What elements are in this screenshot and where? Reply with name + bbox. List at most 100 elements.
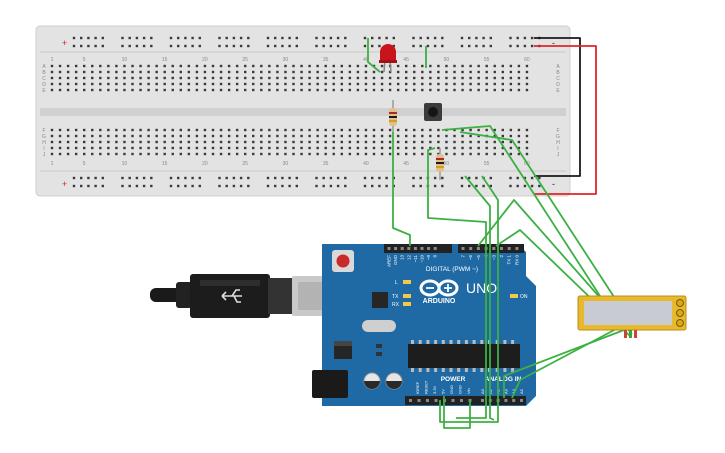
breadboard-hole[interactable] (509, 88, 513, 92)
breadboard-hole[interactable] (316, 134, 319, 138)
rail-hole[interactable] (336, 184, 340, 188)
breadboard-hole[interactable] (316, 88, 319, 92)
breadboard-hole[interactable] (50, 82, 54, 86)
rail-hole[interactable] (142, 44, 146, 48)
breadboard-hole[interactable] (123, 70, 126, 74)
breadboard-hole[interactable] (308, 88, 311, 92)
breadboard-hole[interactable] (324, 134, 327, 138)
breadboard-hole[interactable] (284, 82, 287, 86)
breadboard-hole[interactable] (115, 64, 118, 68)
rail-hole[interactable] (344, 36, 347, 40)
breadboard-hole[interactable] (292, 128, 295, 132)
breadboard-hole[interactable] (227, 134, 231, 138)
rail-hole[interactable] (315, 36, 318, 40)
breadboard-hole[interactable] (155, 70, 158, 74)
rail-hole[interactable] (419, 184, 422, 188)
breadboard-hole[interactable] (163, 70, 166, 74)
breadboard-hole[interactable] (405, 128, 408, 132)
breadboard-hole[interactable] (219, 70, 223, 74)
breadboard-hole[interactable] (203, 76, 207, 80)
breadboard-hole[interactable] (219, 140, 223, 144)
breadboard-hole[interactable] (308, 140, 311, 144)
rail-hole[interactable] (322, 176, 325, 180)
breadboard-hole[interactable] (58, 76, 62, 80)
breadboard-hole[interactable] (461, 146, 464, 150)
breadboard-hole[interactable] (179, 134, 182, 138)
breadboard-hole[interactable] (413, 70, 416, 74)
breadboard-hole[interactable] (227, 146, 231, 150)
rail-hole[interactable] (336, 176, 340, 180)
breadboard-hole[interactable] (252, 76, 255, 80)
breadboard-hole[interactable] (332, 82, 335, 86)
breadboard-hole[interactable] (509, 128, 513, 132)
reset-button[interactable] (332, 250, 354, 272)
digital-pin[interactable] (492, 247, 496, 250)
breadboard-hole[interactable] (300, 152, 303, 156)
breadboard-hole[interactable] (525, 146, 529, 150)
breadboard-hole[interactable] (107, 64, 110, 68)
breadboard-hole[interactable] (91, 70, 94, 74)
breadboard-hole[interactable] (187, 70, 191, 74)
breadboard-hole[interactable] (340, 146, 343, 150)
breadboard-hole[interactable] (195, 146, 199, 150)
breadboard-hole[interactable] (469, 64, 472, 68)
breadboard-hole[interactable] (356, 64, 360, 68)
breadboard-hole[interactable] (147, 82, 150, 86)
breadboard-hole[interactable] (396, 76, 400, 80)
breadboard-hole[interactable] (171, 128, 174, 132)
breadboard-hole[interactable] (235, 152, 239, 156)
rail-hole[interactable] (80, 176, 83, 180)
breadboard-hole[interactable] (292, 88, 295, 92)
breadboard-hole[interactable] (292, 82, 295, 86)
digital-pin[interactable] (461, 247, 465, 250)
breadboard-hole[interactable] (74, 70, 78, 74)
breadboard-hole[interactable] (74, 82, 78, 86)
breadboard-hole[interactable] (131, 76, 134, 80)
breadboard-hole[interactable] (292, 76, 295, 80)
breadboard-hole[interactable] (211, 146, 215, 150)
breadboard-hole[interactable] (477, 152, 480, 156)
breadboard-hole[interactable] (244, 140, 247, 144)
digital-pin[interactable] (500, 247, 503, 250)
breadboard-hole[interactable] (445, 64, 448, 68)
breadboard-hole[interactable] (477, 128, 480, 132)
breadboard-hole[interactable] (413, 82, 416, 86)
rail-hole[interactable] (371, 44, 374, 48)
resistor-icon[interactable] (389, 100, 397, 132)
breadboard-hole[interactable] (405, 152, 408, 156)
breadboard-hole[interactable] (469, 152, 472, 156)
breadboard-hole[interactable] (139, 88, 142, 92)
breadboard-hole[interactable] (421, 76, 424, 80)
breadboard-hole[interactable] (211, 128, 215, 132)
rail-hole[interactable] (412, 36, 415, 40)
rail-hole[interactable] (385, 184, 388, 188)
breadboard-hole[interactable] (316, 146, 319, 150)
breadboard-hole[interactable] (525, 128, 529, 132)
breadboard-hole[interactable] (50, 88, 54, 92)
analog-pin[interactable] (504, 399, 508, 402)
breadboard-hole[interactable] (66, 140, 70, 144)
rail-hole[interactable] (460, 184, 464, 188)
breadboard-hole[interactable] (276, 134, 279, 138)
breadboard-hole[interactable] (91, 76, 94, 80)
breadboard-hole[interactable] (372, 140, 376, 144)
breadboard-hole[interactable] (123, 134, 126, 138)
breadboard-hole[interactable] (396, 88, 400, 92)
breadboard-hole[interactable] (437, 134, 440, 138)
breadboard-hole[interactable] (316, 76, 319, 80)
power-pin[interactable] (451, 399, 455, 402)
breadboard-hole[interactable] (235, 76, 239, 80)
rail-hole[interactable] (101, 44, 104, 48)
breadboard-hole[interactable] (66, 64, 70, 68)
breadboard-hole[interactable] (501, 128, 504, 132)
breadboard-hole[interactable] (332, 152, 335, 156)
breadboard-hole[interactable] (219, 134, 223, 138)
breadboard-hole[interactable] (211, 140, 215, 144)
breadboard-hole[interactable] (509, 64, 513, 68)
breadboard-hole[interactable] (260, 128, 263, 132)
rail-hole[interactable] (72, 36, 76, 40)
breadboard-hole[interactable] (413, 134, 416, 138)
breadboard-hole[interactable] (300, 70, 303, 74)
breadboard-hole[interactable] (413, 146, 416, 150)
breadboard-hole[interactable] (268, 134, 271, 138)
